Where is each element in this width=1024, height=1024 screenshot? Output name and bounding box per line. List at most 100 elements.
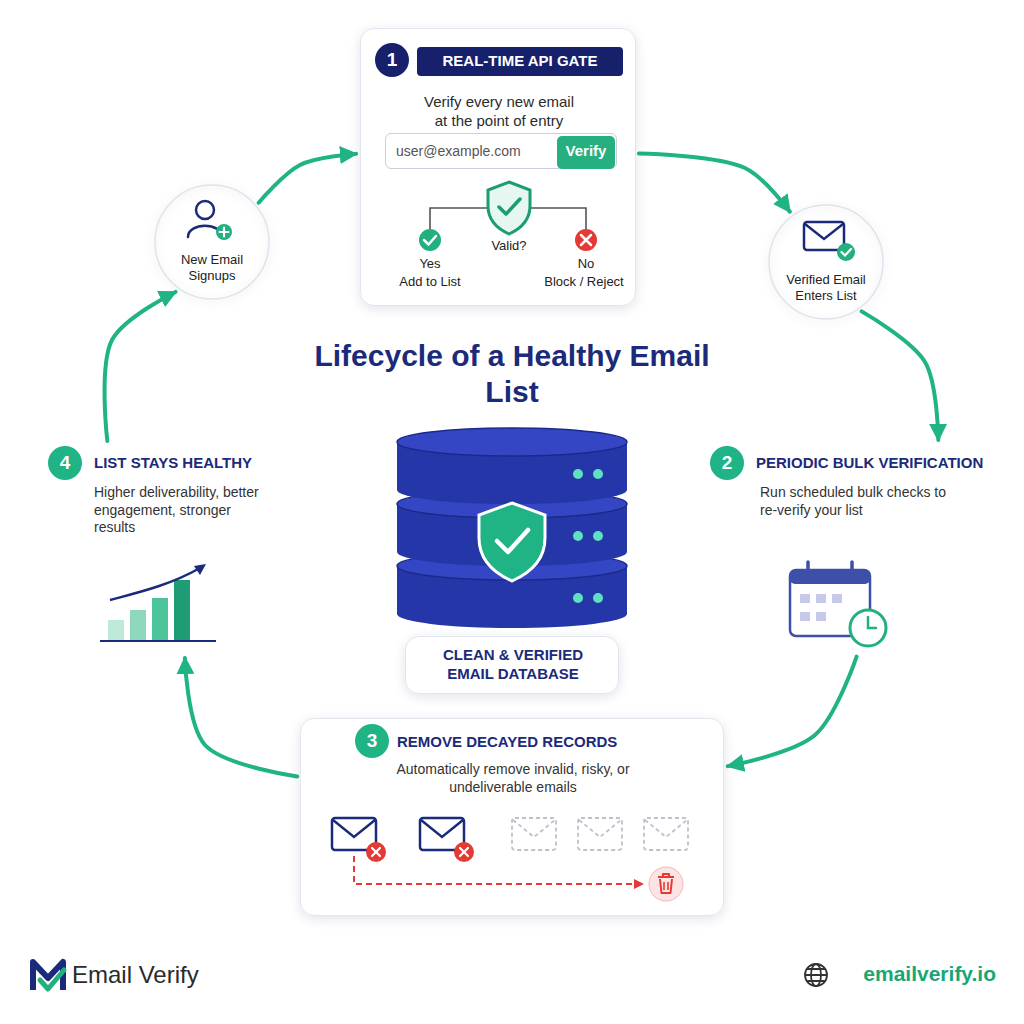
branch-note: Block / Reject (534, 274, 634, 290)
database-label-box: CLEAN & VERIFIED EMAIL DATABASE (405, 636, 619, 694)
growth-chart (100, 564, 216, 641)
branch-line (430, 208, 488, 229)
yes-icon (419, 229, 441, 251)
shield-icon (488, 182, 530, 234)
step-heading: REMOVE DECAYED RECORDS (397, 733, 697, 752)
envelope-faded (645, 820, 687, 837)
step-description: Verify every new email at the point of e… (418, 93, 580, 131)
cycle-arrow (259, 154, 356, 203)
envelope-faded (513, 820, 555, 837)
calendar-icon (868, 617, 876, 628)
database-cylinder (593, 593, 603, 603)
calendar-icon (790, 562, 886, 646)
removal-path (354, 856, 636, 884)
envelope-faded (512, 818, 556, 850)
callout-number: 1 (375, 43, 409, 77)
calendar-icon (790, 570, 870, 584)
growth-chart (110, 568, 200, 600)
removal-path (354, 856, 644, 889)
growth-chart (100, 640, 216, 642)
shield-icon (488, 182, 530, 234)
calendar-icon (800, 612, 810, 621)
callout-number: 3 (355, 724, 389, 758)
database-label: CLEAN & VERIFIED EMAIL DATABASE (418, 646, 608, 684)
yes-icon (419, 229, 441, 251)
yes-icon (424, 236, 436, 245)
verify-button: Verify (557, 136, 615, 169)
database-cylinder (397, 428, 627, 628)
branch-line (530, 208, 586, 229)
person-icon (188, 201, 232, 240)
step-section: PERIODIC BULK VERIFICATION Run scheduled … (708, 444, 1008, 654)
callout-number: 4 (48, 446, 82, 480)
no-icon (575, 229, 597, 251)
brand-logo (33, 962, 64, 990)
envelope-icon (805, 224, 843, 239)
step-description: Run scheduled bulk checks to re-verify y… (760, 484, 952, 519)
branch-label: No (556, 256, 616, 272)
envelope-faded (579, 820, 621, 837)
step-description: Higher deliverability, better engagement… (94, 484, 264, 537)
person-icon (196, 201, 214, 219)
brand-name: Email Verify (72, 960, 292, 990)
calendar-icon (850, 610, 886, 646)
stage-circle: Verified Email Enters List (768, 204, 884, 320)
envelope-icon (804, 222, 844, 250)
stage-label: Verified Email Enters List (776, 272, 876, 305)
cycle-arrow (105, 292, 176, 441)
diagram-title: Lifecycle of a Healthy Email List (312, 338, 712, 410)
calendar-icon (808, 562, 852, 577)
calendar-icon (800, 594, 810, 603)
database-cylinder (397, 600, 627, 628)
shield-icon (499, 199, 520, 214)
envelope-invalid (366, 842, 386, 862)
globe-icon (805, 964, 827, 986)
database-cylinder (573, 531, 583, 541)
growth-chart (152, 598, 168, 640)
no-icon (581, 235, 591, 245)
envelope-invalid (421, 820, 463, 837)
trash-icon (658, 874, 674, 893)
envelope-faded (578, 818, 622, 850)
envelope-icon (837, 243, 855, 261)
input-placeholder: user@example.com (396, 143, 546, 161)
calendar-icon (816, 612, 826, 621)
growth-chart (174, 580, 190, 640)
database-cylinder (497, 530, 528, 552)
circle-outline (155, 185, 269, 299)
branch-note: Add to List (380, 274, 480, 290)
database-cylinder (593, 469, 603, 479)
brand-url: emailverify.io (834, 961, 996, 987)
envelope-icon (842, 249, 852, 256)
cycle-arrow (185, 658, 297, 777)
stage-label: New Email Signups (167, 252, 257, 285)
envelope-invalid (372, 848, 380, 856)
cycle-arrow (639, 154, 790, 212)
no-icon (575, 229, 597, 251)
decision-label: Valid? (479, 238, 539, 254)
envelope-invalid (460, 848, 468, 856)
step-heading: REAL-TIME API GATE (417, 47, 623, 76)
envelope-invalid (333, 820, 375, 837)
envelope-invalid (454, 842, 474, 862)
trash-icon (649, 867, 683, 901)
branch-label: Yes (400, 256, 460, 272)
step-heading: PERIODIC BULK VERIFICATION (756, 454, 1006, 473)
cycle-arrow (862, 311, 939, 440)
envelope-faded (512, 818, 688, 850)
globe-icon (805, 969, 827, 981)
calendar-icon (832, 594, 842, 603)
envelope-icon (804, 222, 855, 261)
database-cylinder (593, 531, 603, 541)
trash-icon (649, 867, 683, 901)
calendar-icon (816, 594, 826, 603)
person-icon (220, 228, 229, 237)
database-cylinder (397, 428, 627, 456)
growth-chart (108, 620, 124, 640)
removal-path (634, 879, 644, 889)
envelope-faded (644, 818, 688, 850)
database-cylinder (479, 503, 545, 581)
circle-outline (769, 205, 883, 319)
growth-chart (194, 564, 206, 575)
